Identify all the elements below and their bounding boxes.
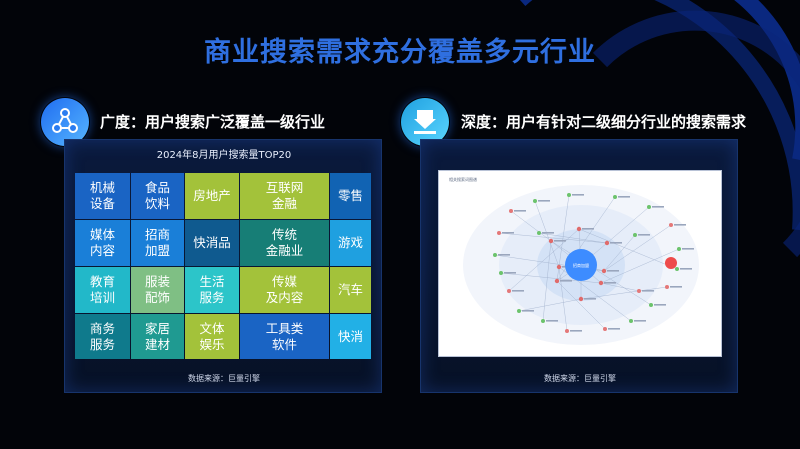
industry-cell: 传媒 及内容 <box>240 267 329 313</box>
graph-node <box>669 223 673 227</box>
grid-title: 2024年8月用户搜索量TOP20 <box>156 150 292 161</box>
graph-node <box>497 231 501 235</box>
industry-cell: 商务 服务 <box>75 314 130 359</box>
graph-node <box>499 271 503 275</box>
industry-cell: 快消 <box>330 314 371 359</box>
graph-node-label-placeholder <box>554 240 566 242</box>
left-data-source: 数据来源：巨量引擎 <box>188 374 260 383</box>
graph-node <box>541 319 545 323</box>
graph-node <box>517 309 521 313</box>
graph-node-label-placeholder <box>638 234 650 236</box>
graph-node-label-placeholder <box>584 298 596 300</box>
graph-node-label-placeholder <box>542 232 554 234</box>
download-icon <box>400 97 450 147</box>
graph-node-label-placeholder <box>570 330 582 332</box>
graph-node-label-placeholder <box>538 200 550 202</box>
graph-node-label-placeholder <box>514 210 526 212</box>
industry-cell: 文体 娱乐 <box>185 314 239 359</box>
graph-node-label-placeholder <box>498 254 510 256</box>
keyword-network-graph: 招商加盟 <box>463 185 699 345</box>
industry-cell: 招商 加盟 <box>131 220 184 266</box>
industry-cell: 游戏 <box>330 220 371 266</box>
industry-cell: 汽车 <box>330 267 371 313</box>
graph-node <box>649 303 653 307</box>
industry-cell: 传统 金融业 <box>240 220 329 266</box>
industry-cell: 快消品 <box>185 220 239 266</box>
graph-node <box>613 195 617 199</box>
left-section-heading: 广度：用户搜索广泛覆盖一级行业 <box>100 113 326 131</box>
graph-node-label-placeholder <box>674 224 686 226</box>
graph-node-label-placeholder <box>572 194 584 196</box>
graph-node-label-placeholder <box>604 282 616 284</box>
graph-node <box>598 280 604 286</box>
industry-cell: 食品 饮料 <box>131 173 184 219</box>
graph-node-label-placeholder <box>642 290 654 292</box>
industry-cell: 互联网 金融 <box>240 173 329 219</box>
industry-cell: 服装 配饰 <box>131 267 184 313</box>
graph-node-label-placeholder <box>512 290 524 292</box>
graph-node-label-placeholder <box>504 272 516 274</box>
graph-node <box>493 253 497 257</box>
graph-node <box>601 268 607 274</box>
graph-node-label-placeholder <box>670 286 682 288</box>
graph-node-label-placeholder <box>608 328 620 330</box>
industry-cell: 零售 <box>330 173 371 219</box>
graph-node <box>509 209 513 213</box>
page-title: 商业搜索需求充分覆盖多元行业 <box>204 37 596 68</box>
graph-node-label-placeholder <box>652 206 664 208</box>
industry-top20-panel: 2024年8月用户搜索量TOP20 机械 设备食品 饮料房地产互联网 金融零售媒… <box>64 139 382 393</box>
graph-node <box>565 329 569 333</box>
graph-node-label-placeholder <box>654 304 666 306</box>
right-section-heading: 深度：用户有针对二级细分行业的搜索需求 <box>461 113 747 131</box>
graph-node-label-placeholder <box>610 242 622 244</box>
graph-node-label-placeholder <box>546 320 558 322</box>
industry-cell: 机械 设备 <box>75 173 130 219</box>
graph-node <box>677 247 681 251</box>
industry-cell: 生活 服务 <box>185 267 239 313</box>
graph-node <box>533 199 537 203</box>
graph-node <box>554 278 560 284</box>
search-graph-panel: 相关搜索词图谱 招商加盟 数据来源：巨量引擎 <box>420 139 738 393</box>
graph-node <box>629 319 633 323</box>
graph-node <box>637 289 641 293</box>
industry-grid: 机械 设备食品 饮料房地产互联网 金融零售媒体 内容招商 加盟快消品传统 金融业… <box>75 173 371 359</box>
screenshot-label: 相关搜索词图谱 <box>449 177 477 182</box>
graph-node-label-placeholder <box>582 228 594 230</box>
graph-node <box>604 240 610 246</box>
graph-node <box>548 238 554 244</box>
graph-node-label-placeholder <box>682 248 694 250</box>
industry-cell: 房地产 <box>185 173 239 219</box>
industry-cell: 家居 建材 <box>131 314 184 359</box>
industry-cell: 工具类 软件 <box>240 314 329 359</box>
graph-node <box>576 226 582 232</box>
graph-node-label-placeholder <box>607 270 619 272</box>
graph-node-label-placeholder <box>634 320 646 322</box>
graph-node <box>633 233 637 237</box>
right-data-source: 数据来源：巨量引擎 <box>544 374 616 383</box>
graph-node-label-placeholder <box>680 268 692 270</box>
graph-node <box>675 267 679 271</box>
graph-node <box>578 296 584 302</box>
graph-hub-label: 招商加盟 <box>573 262 589 268</box>
industry-cell: 媒体 内容 <box>75 220 130 266</box>
graph-node <box>537 231 541 235</box>
graph-node <box>567 193 571 197</box>
graph-node <box>507 289 511 293</box>
graph-node <box>556 264 562 270</box>
share-network-icon <box>40 97 90 147</box>
graph-node-label-placeholder <box>502 232 514 234</box>
graph-highlight-node <box>665 257 677 269</box>
graph-node-label-placeholder <box>560 280 572 282</box>
graph-node-label-placeholder <box>618 196 630 198</box>
keyword-graph-screenshot: 相关搜索词图谱 招商加盟 <box>438 170 722 357</box>
graph-node-label-placeholder <box>522 310 534 312</box>
graph-node <box>603 327 607 331</box>
industry-cell: 教育 培训 <box>75 267 130 313</box>
graph-hub-node <box>565 249 597 281</box>
graph-node <box>665 285 669 289</box>
graph-node <box>647 205 651 209</box>
